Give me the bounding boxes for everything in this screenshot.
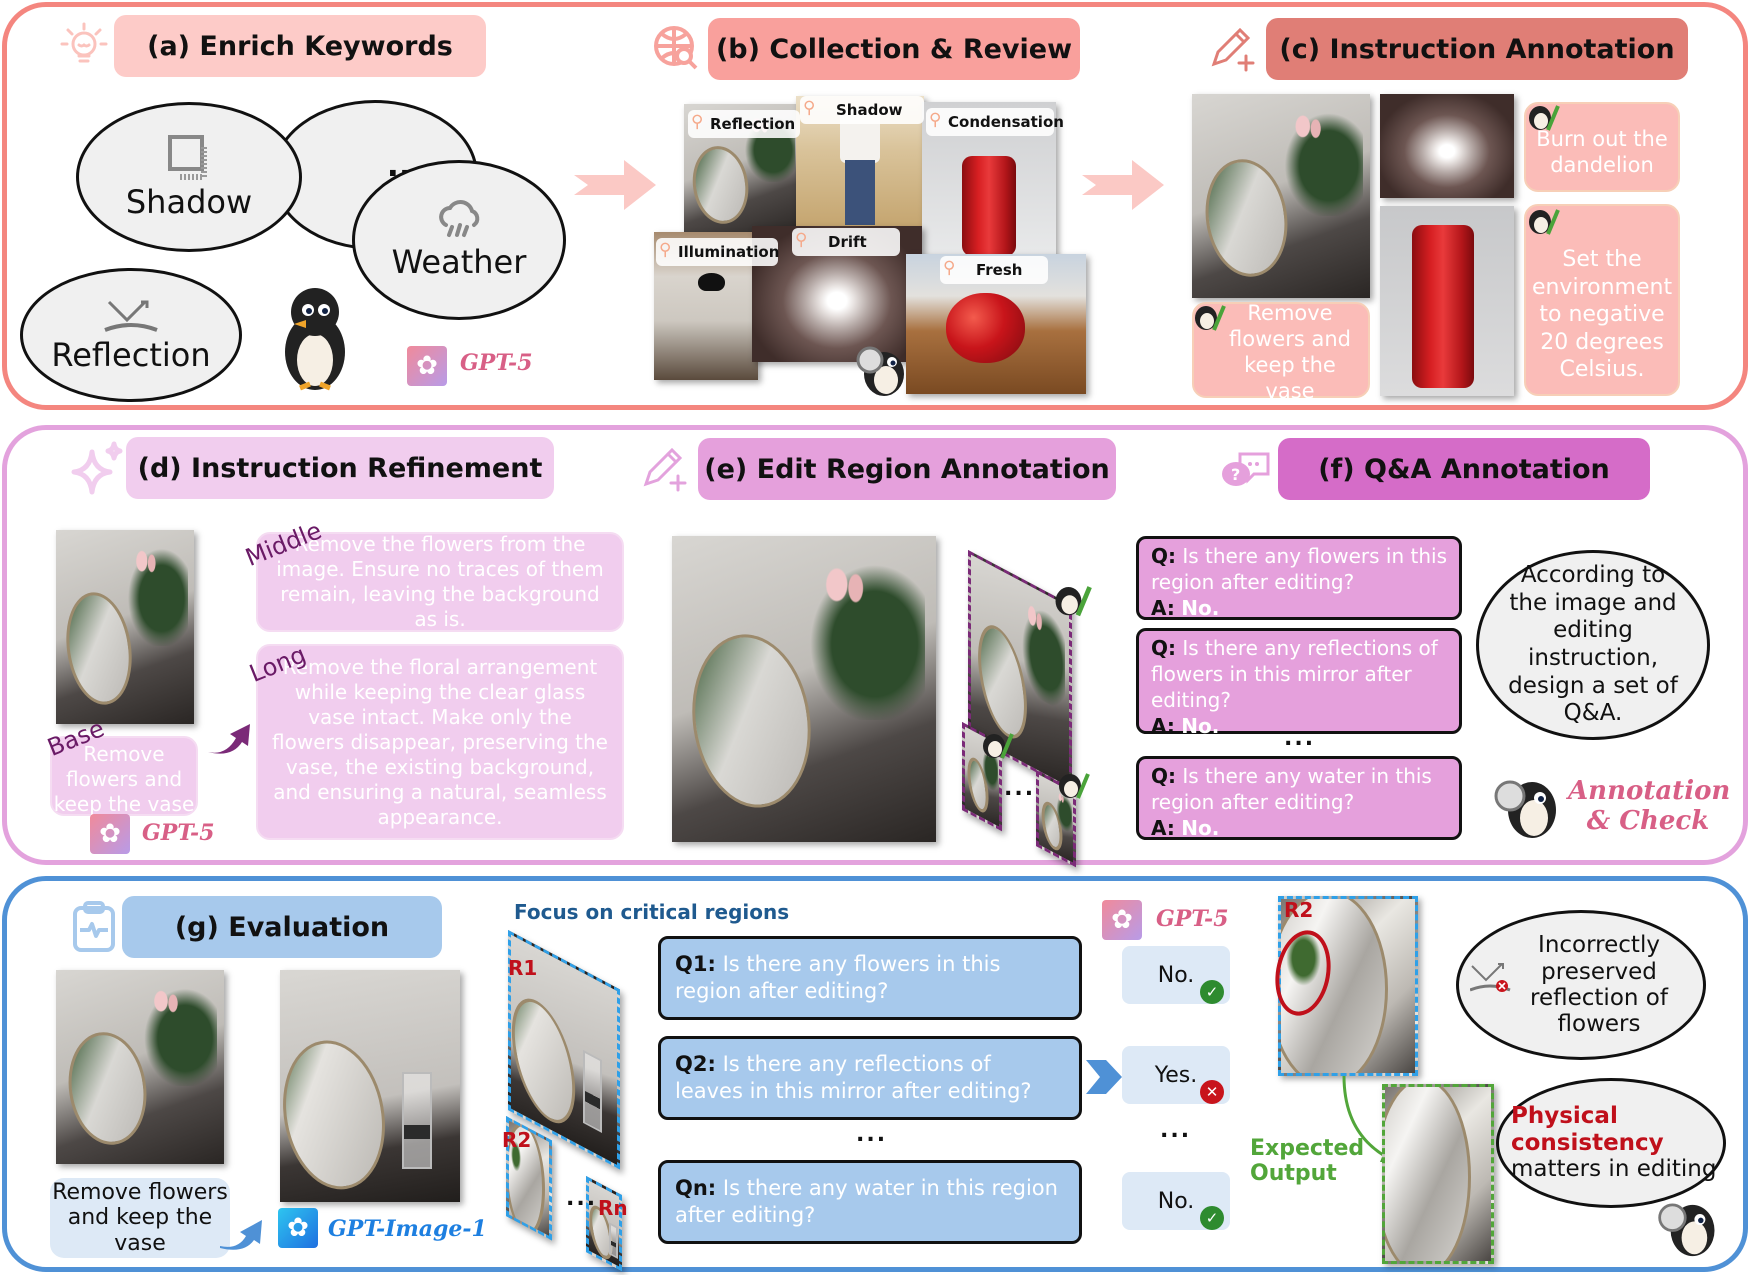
clipboard-pulse-icon [73,901,115,952]
question-chat-icon: ? [1222,452,1270,486]
reflection-icon [104,300,158,332]
openai-logo-icon: ✿ [1102,900,1142,940]
svg-text:?: ? [1231,465,1240,484]
speech-bubble-weather: Weather [352,160,566,320]
penguin-magnifier-icon [856,346,904,396]
instruction-card: Remove flowers and keep the vase [1192,301,1370,403]
speech-bubble-qa-prompt: According to the image and editing instr… [1476,550,1710,740]
arrow-right-icon [1082,160,1164,210]
model-label-gpt-image-1: GPT-Image-1 [328,1216,487,1242]
sparkle-icon [71,441,123,495]
photo-dandelion [1380,94,1514,198]
bird-pencil-icon [1529,105,1560,131]
cross-icon: ✕ [1200,1080,1224,1104]
pencil-plus-icon [1211,27,1255,72]
tag-fresh: ⚲Fresh [940,256,1048,284]
region-label-r1: R1 [508,956,538,980]
openai-logo-icon: ✿ [278,1208,318,1248]
model-label-gpt5: GPT-5 [1156,906,1229,932]
answer-correct: No. [1122,1172,1230,1230]
refined-instruction-middle: Remove the flowers from the image. Ensur… [256,532,624,632]
expected-output-image [1382,1084,1494,1264]
search-icon: ⚲ [803,98,816,118]
check-icon: ✓ [1200,980,1224,1004]
rain-cloud-icon [439,200,480,237]
search-icon: ⚲ [795,230,808,250]
shadow-icon [167,135,207,180]
instruction-card: Set the environment to negative 20 degre… [1524,204,1680,396]
tag-drift: ⚲Drift [792,228,900,256]
qa-pair: Q: Is there any flowers in this region a… [1136,536,1462,620]
ellipsis: ... [566,1186,598,1211]
title-instruction-refinement: (d) Instruction Refinement [126,437,554,499]
bird-pencil-icon [1059,773,1090,799]
bird-pencil-icon [1195,305,1226,331]
refined-instruction-base: Remove flowers and keep the vase [50,736,198,816]
eval-question: Q2: Is there any reflections of leaves i… [658,1036,1082,1120]
bird-pencil-icon [1055,586,1092,617]
pencil-plus-icon [643,447,687,492]
arrow-right-icon [574,160,656,210]
search-icon: ⚲ [691,112,704,132]
bird-pencil-icon [983,733,1014,759]
evaluation-instruction: Remove flowers and keep the vase [50,1178,230,1258]
region-label-rn: Rn [598,1196,628,1220]
penguin-mascot [285,288,345,391]
model-label-gpt5: GPT-5 [460,350,533,376]
arrow-right-icon [1086,1060,1122,1094]
search-icon: ⚲ [659,240,672,260]
keyword-shadow: Shadow [125,183,253,221]
speech-bubble-consistency: Physical consistency matters in editing [1496,1078,1726,1208]
curved-arrow-icon [208,724,250,754]
expected-output-label: Expected Output [1250,1136,1365,1187]
openai-logo-icon: ✿ [407,346,447,386]
qa-pair: Q: Is there any water in this region aft… [1136,756,1462,840]
refined-instruction-long: Remove the floral arrangement while keep… [256,644,624,840]
photo-vase-mirror [56,530,194,724]
speech-bubble-shadow: Shadow [76,102,302,252]
keyword-weather: Weather [391,243,527,281]
title-edit-region-annotation: (e) Edit Region Annotation [698,438,1116,500]
ellipsis: ... [1284,726,1316,751]
ellipsis: ... [856,1122,888,1147]
globe-search-icon [654,26,698,70]
title-instruction-annotation: (c) Instruction Annotation [1266,18,1688,80]
eval-question: Qn: Is there any water in this region af… [658,1160,1082,1244]
caption-annotation-check: Annotation & Check [1568,776,1731,836]
tag-condensation: ⚲Condensation [926,108,1064,136]
title-enrich-keywords: (a) Enrich Keywords [114,15,486,77]
focus-title: Focus on critical regions [514,900,790,924]
lightbulb-icon [60,22,108,63]
ellipsis: ... [1004,776,1036,801]
qa-pair: Q: Is there any reflections of flowers i… [1136,628,1462,738]
region-zoom-r2 [1278,896,1418,1076]
openai-logo-icon: ✿ [90,814,130,854]
search-icon: ⚲ [929,110,942,130]
model-label-gpt5: GPT-5 [142,820,215,846]
penguin-magnifier-icon [1658,1203,1715,1257]
photo-vase-mirror [1192,94,1370,298]
ellipsis: ... [1160,1118,1192,1143]
bird-pencil-icon [1529,209,1560,235]
eval-question: Q1: Is there any flowers in this region … [658,936,1082,1020]
speech-bubble-reflection: Reflection [20,268,242,402]
photo-coke-can [1380,206,1514,396]
title-evaluation: (g) Evaluation [122,896,442,958]
photo-source-image [56,970,224,1164]
title-qa-annotation: (f) Q&A Annotation [1278,438,1650,500]
tag-illumination: ⚲Illumination [656,238,779,266]
penguin-magnifier-icon [1494,780,1556,838]
tag-shadow: ⚲Shadow [800,96,924,124]
title-collection-review: (b) Collection & Review [708,18,1080,80]
reflection-error-icon [1470,963,1511,992]
photo-edited-image [280,970,460,1202]
region-label-r2: R2 [1284,898,1314,922]
tag-reflection: ⚲Reflection [688,110,800,138]
check-icon: ✓ [1200,1206,1224,1230]
region-label-r2: R2 [502,1128,532,1152]
curved-arrow-icon [220,1220,262,1250]
keyword-reflection: Reflection [51,336,211,374]
search-icon: ⚲ [943,258,956,278]
photo-vase-mirror-large [672,536,936,842]
